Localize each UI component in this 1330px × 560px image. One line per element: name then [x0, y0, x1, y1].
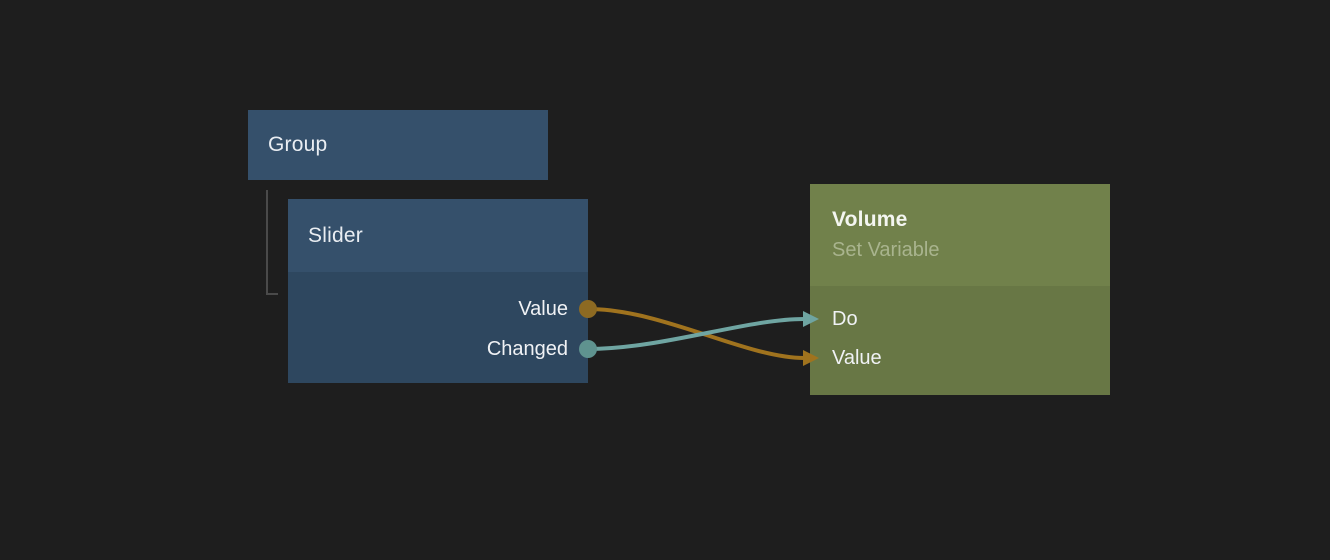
node-group-title: Group	[268, 133, 328, 156]
node-slider-header[interactable]: Slider	[288, 199, 588, 272]
volume-input-do[interactable]: Do	[810, 299, 1110, 339]
node-slider[interactable]: Slider Value Changed	[288, 199, 588, 383]
node-volume-title: Volume	[832, 208, 908, 231]
slider-output-changed-label: Changed	[486, 338, 568, 360]
slider-output-changed[interactable]: Changed	[288, 329, 588, 369]
node-slider-title: Slider	[308, 224, 363, 247]
node-volume-subtitle: Set Variable	[832, 239, 940, 261]
slider-output-value[interactable]: Value	[288, 289, 588, 329]
volume-input-value[interactable]: Value	[810, 338, 1110, 378]
wire-value-to-value[interactable]	[587, 307, 805, 360]
volume-input-value-label: Value	[832, 347, 882, 369]
volume-input-do-label: Do	[832, 308, 858, 330]
group-hierarchy-line	[266, 190, 278, 295]
slider-output-value-label: Value	[518, 298, 568, 320]
node-volume[interactable]: Volume Set Variable Do Value	[810, 184, 1110, 395]
wire-changed-to-do[interactable]	[587, 317, 805, 351]
node-volume-header[interactable]: Volume Set Variable	[810, 184, 1110, 286]
node-group[interactable]: Group	[248, 110, 548, 180]
